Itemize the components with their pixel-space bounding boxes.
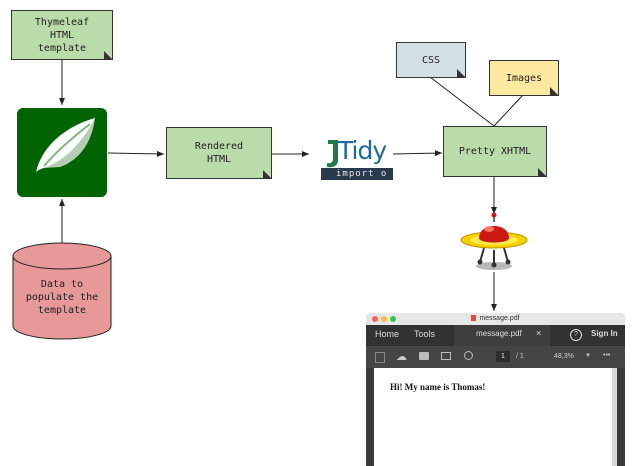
rendered-html-node: Rendered HTML (166, 127, 272, 179)
tab-label: message.pdf (476, 329, 522, 338)
pdf-menubar: Home Tools message.pdf × ? Sign In (366, 325, 625, 346)
help-label: ? (574, 331, 578, 338)
thymeleaf-leaf-icon (17, 108, 107, 197)
tab-close-button[interactable]: × (536, 328, 542, 338)
more-options-button[interactable]: ••• (603, 352, 611, 359)
note-fold (263, 170, 272, 179)
close-window-button[interactable] (372, 316, 378, 322)
data-node-label: Data to populate the template (25, 279, 99, 316)
note-fold (457, 69, 466, 78)
jtidy-caption: import o (336, 169, 388, 179)
page-number-input[interactable]: 1 (496, 351, 510, 362)
sign-in-link[interactable]: Sign In (591, 329, 618, 338)
pdf-file-icon (471, 315, 477, 322)
page-current: 1 (501, 353, 505, 360)
arrow-jtidy-to-xhtml (391, 150, 443, 157)
ufo-icon (460, 212, 528, 270)
note-fold (550, 87, 559, 96)
menu-tools[interactable]: Tools (414, 329, 436, 339)
thymeleaf-template-node: Thymeleaf HTML template (11, 10, 113, 60)
css-label: CSS (421, 54, 441, 66)
pdf-scrollbar[interactable] (612, 368, 617, 466)
pdf-page-text: Hi! My name is Thomas! (390, 382, 486, 392)
note-fold (538, 168, 547, 177)
thymeleaf-template-label: Thymeleaf HTML template (34, 16, 90, 54)
pdf-toolbar: ☁ 1 / 1 48,3% ▼ ••• (366, 346, 625, 368)
images-label: Images (505, 72, 543, 84)
tab-message-pdf[interactable]: message.pdf × (454, 325, 550, 346)
zoom-select[interactable]: 48,3% ▼ (551, 351, 593, 362)
print-icon[interactable] (419, 352, 429, 360)
pdf-titlebar: message.pdf (366, 313, 625, 325)
menu-home[interactable]: Home (375, 329, 400, 339)
css-node: CSS (396, 42, 466, 78)
note-fold (104, 51, 113, 60)
arrow-thymeleaf-to-rendered (107, 150, 165, 157)
images-node: Images (489, 60, 559, 96)
page-total: / 1 (516, 353, 524, 360)
zoom-window-button[interactable] (390, 316, 396, 322)
jtidy-logo (321, 128, 393, 180)
pdf-viewer-window: message.pdf Home Tools message.pdf × ? S… (366, 313, 625, 466)
window-title: message.pdf (479, 315, 520, 322)
jtidy-logo-text: Tidy (338, 136, 387, 165)
zoom-icon[interactable] (464, 351, 473, 360)
rendered-html-label: Rendered HTML (194, 141, 244, 165)
line-images-to-xhtml (493, 95, 523, 127)
line-css-to-xhtml (429, 76, 495, 127)
jtidy-name: Tidy (338, 136, 387, 165)
data-database-cylinder (12, 242, 112, 340)
upload-icon[interactable]: ☁ (396, 351, 407, 363)
chevron-down-icon: ▼ (585, 353, 591, 359)
pdf-page: Hi! My name is Thomas! (374, 368, 617, 466)
help-icon[interactable]: ? (570, 329, 582, 341)
zoom-value: 48,3% (554, 353, 574, 360)
mail-icon[interactable] (441, 352, 451, 360)
minimize-window-button[interactable] (381, 316, 387, 322)
save-icon[interactable] (375, 352, 385, 363)
pretty-xhtml-node: Pretty XHTML (443, 126, 547, 177)
pretty-xhtml-label: Pretty XHTML (458, 146, 532, 157)
